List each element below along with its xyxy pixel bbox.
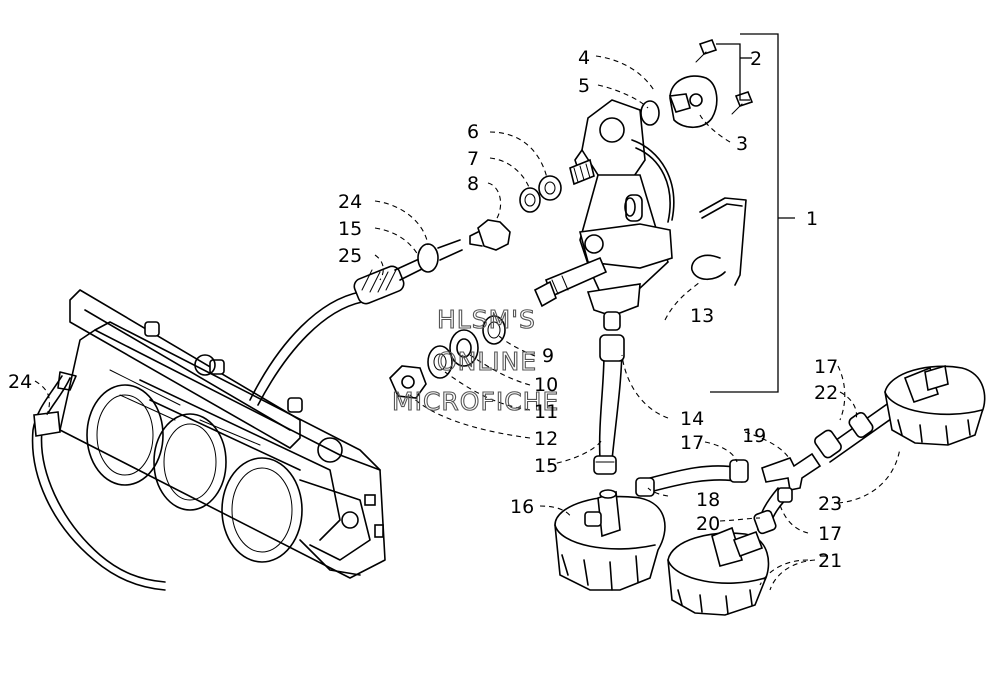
filter-16 (554, 489, 666, 591)
callout-10: 10 (534, 374, 558, 396)
callout-25: 25 (338, 245, 362, 267)
callout-5: 5 (578, 75, 590, 97)
callout-20: 20 (696, 513, 720, 535)
impulse-hose-left (31, 371, 166, 591)
callout-7: 7 (467, 148, 479, 170)
callout-22: 22 (814, 382, 838, 404)
callout-16: 16 (510, 496, 534, 518)
watermark-line-2: ONLINE (437, 347, 537, 376)
filter-21 (667, 526, 770, 616)
watermark-line-1: HLSM'S (437, 305, 536, 334)
leader-lines (34, 55, 901, 591)
callout-24-left: 24 (8, 371, 32, 393)
callout-9: 9 (542, 345, 554, 367)
callout-17-middle: 17 (680, 432, 704, 454)
regulator-parts (640, 39, 754, 129)
watermark: HLSM'S ONLINE MICROFICHE (391, 304, 559, 416)
wire-clip (691, 197, 747, 286)
callout-21: 21 (818, 550, 842, 572)
callout-2: 2 (750, 48, 762, 70)
fuel-line-main (593, 334, 625, 475)
fuel-pump-body (533, 99, 675, 331)
callout-6: 6 (467, 121, 479, 143)
carburetor-assembly (59, 289, 386, 579)
tee-fittings (635, 401, 899, 535)
callout-8: 8 (467, 173, 479, 195)
fitting-stack (469, 175, 562, 251)
callout-19: 19 (742, 425, 766, 447)
callout-12: 12 (534, 428, 558, 450)
callout-24-upper: 24 (338, 191, 362, 213)
callout-11: 11 (534, 401, 558, 423)
callout-15-lower: 15 (534, 455, 558, 477)
outlet-fitting-stack (389, 315, 506, 399)
callout-3: 3 (736, 133, 748, 155)
callout-1: 1 (806, 208, 818, 230)
callout-labels: 1 2 3 4 5 6 7 8 9 10 11 12 13 14 15 15 1… (8, 47, 842, 572)
callout-13: 13 (690, 305, 714, 327)
pulse-hose-upper (249, 239, 463, 406)
callout-14: 14 (680, 408, 704, 430)
callout-23: 23 (818, 493, 842, 515)
callout-17-right: 17 (814, 356, 838, 378)
watermark-line-3: MICROFICHE (392, 387, 559, 416)
callout-17-lower: 17 (818, 523, 842, 545)
filter-23 (884, 364, 986, 446)
callout-18: 18 (696, 489, 720, 511)
assembly-bracket (710, 33, 795, 393)
callout-4: 4 (578, 47, 590, 69)
callout-15-upper: 15 (338, 218, 362, 240)
